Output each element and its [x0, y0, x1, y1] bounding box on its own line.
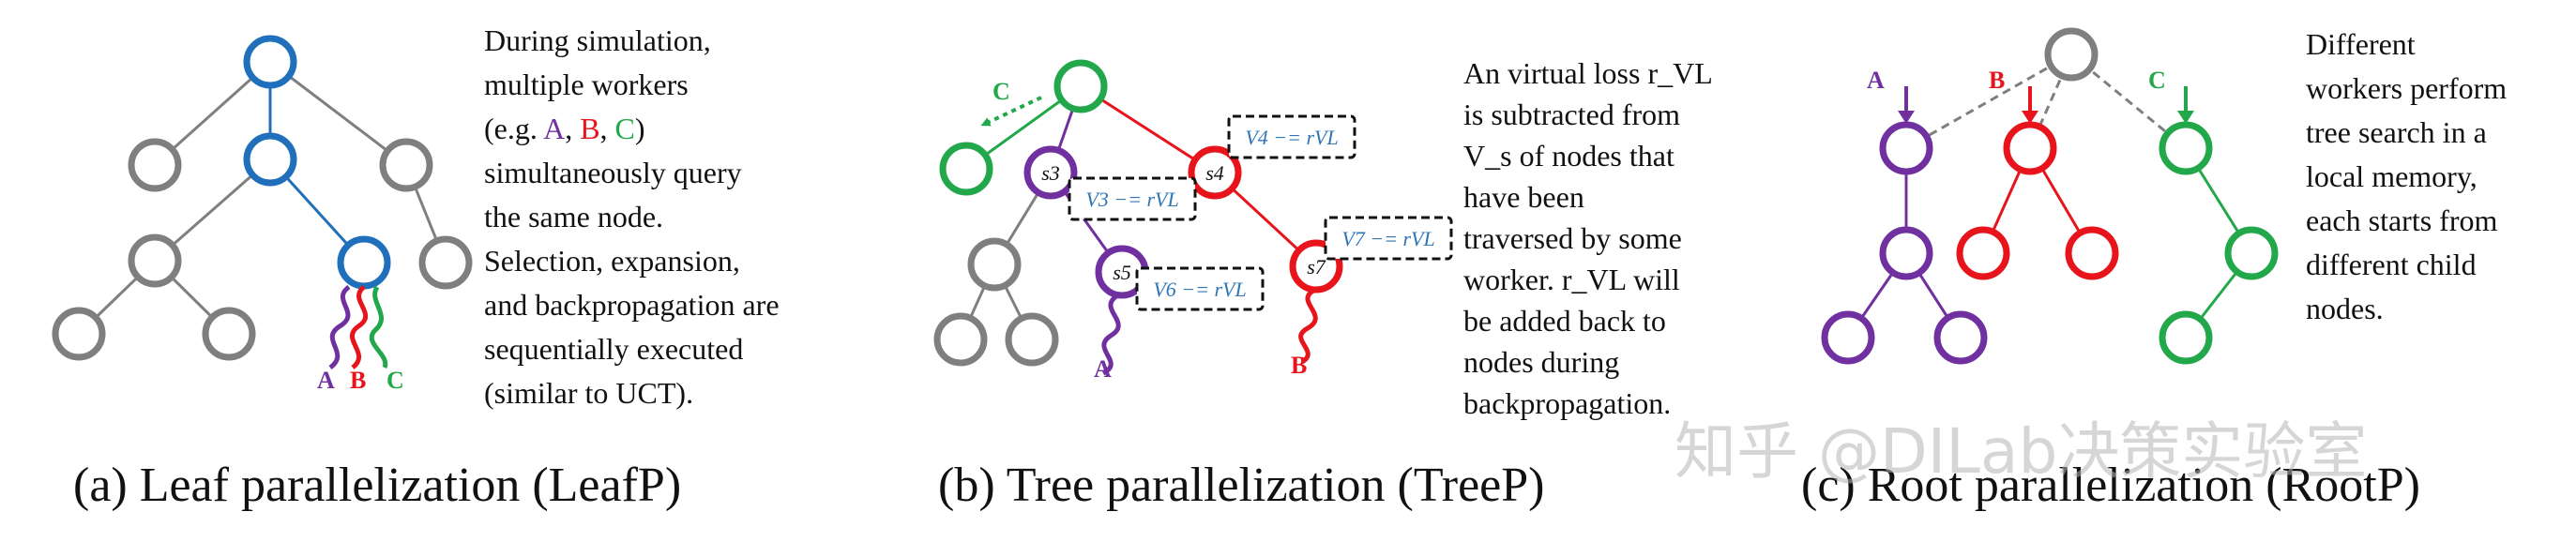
treep-worker-c-arrow — [980, 96, 1042, 127]
leafp-node — [418, 235, 473, 290]
treep-node-c — [939, 142, 993, 196]
treep-desc-line: An virtual loss r_VL — [1463, 56, 1713, 90]
treep-node — [1005, 312, 1059, 367]
treep-node-s3 — [1023, 145, 1078, 200]
leafp-rollout-b — [350, 285, 369, 369]
treep-desc-line: backpropagation. — [1463, 386, 1672, 420]
leafp-desc-line: (e.g. A, B, C) — [484, 112, 645, 145]
treep-node — [967, 237, 1022, 292]
leafp-root-node — [243, 35, 297, 89]
leafp-desc-worker-a: A — [543, 112, 566, 145]
treep-label-s7: s7 — [1307, 255, 1326, 279]
leafp-desc-line: Selection, expansion, — [484, 244, 740, 278]
treep-vl-box-s3 — [1068, 176, 1197, 221]
leafp-desc-line: and backpropagation are — [484, 288, 780, 322]
treep-node-s4 — [1188, 145, 1242, 200]
treep-rollout-a — [1101, 294, 1121, 376]
treep-vl-text-s4: V4 −= rVL — [1245, 126, 1338, 149]
leafp-desc-worker-c: C — [614, 112, 635, 145]
treep-desc-line: worker. r_VL will — [1463, 263, 1680, 296]
leafp-rollout-c — [369, 285, 388, 369]
rootp-desc-line: different child — [2306, 248, 2477, 281]
treep-desc-line: nodes during — [1463, 345, 1620, 379]
treep-worker-a: A — [1094, 355, 1112, 383]
rootp-desc-line: tree search in a — [2306, 115, 2487, 149]
leafp-worker-c: C — [386, 367, 404, 394]
treep-vl-box-s4 — [1227, 114, 1356, 159]
rootp-desc-line: Different — [2306, 27, 2416, 61]
treep-desc-line: V_s of nodes that — [1463, 139, 1674, 173]
leafp-node — [128, 233, 182, 288]
rootp-node — [2224, 226, 2279, 280]
watermark: 知乎 @DILab决策实验室 — [1674, 415, 2368, 488]
leafp-rollout-a — [328, 284, 351, 370]
rootp-node-a — [1879, 121, 1933, 175]
leafp-desc-worker-b: B — [580, 112, 600, 145]
rootp-node — [1879, 226, 1933, 280]
treep-rollout-b — [1298, 288, 1318, 365]
treep-desc-line: is subtracted from — [1463, 98, 1681, 131]
rootp-worker-a: A — [1867, 67, 1885, 94]
leafp-desc-line: sequentially executed — [484, 332, 744, 366]
leafp-caption: (a) Leaf parallelization (LeafP) — [73, 459, 682, 512]
rootp-worker-c: C — [2148, 67, 2166, 94]
treep-description: An virtual loss r_VL is subtracted from … — [1463, 53, 1745, 424]
rootp-worker-b: B — [1989, 67, 2005, 94]
treep-vl-text-s3: V3 −= rVL — [1085, 188, 1178, 211]
leafp-node — [379, 138, 433, 192]
leafp-desc-line: multiple workers — [484, 68, 689, 101]
rootp-node — [1933, 310, 1988, 365]
treep-label-s5: s5 — [1113, 261, 1131, 284]
rootp-node-c — [2159, 121, 2213, 175]
rootp-desc-line: local memory, — [2306, 159, 2478, 193]
rootp-caption: (c) Root parallelization (RootP) — [1801, 459, 2420, 512]
rootp-node-b — [2003, 121, 2057, 175]
treep-vl-text-s7: V7 −= rVL — [1341, 227, 1434, 250]
treep-tree: s3 s4 s5 s7 C V4 −= rVL V3 −= rVL V7 −= … — [933, 59, 1453, 383]
leafp-desc-line: simultaneously query — [484, 156, 742, 189]
rootp-desc-line: each starts from — [2306, 203, 2498, 237]
leafp-worker-a: A — [317, 367, 335, 394]
treep-node — [933, 312, 988, 367]
treep-worker-b: B — [1291, 352, 1307, 379]
rootp-root-node — [2044, 27, 2099, 82]
treep-vl-box-s7 — [1324, 216, 1453, 261]
leafp-selected-node — [243, 132, 297, 187]
treep-desc-line: have been — [1463, 180, 1584, 214]
rootp-tree: A B C — [1821, 27, 2279, 365]
leafp-node — [202, 307, 256, 361]
rootp-description: Different workers perform tree search in… — [2306, 23, 2568, 331]
rootp-node — [2159, 310, 2213, 365]
leafp-description: During simulation, multiple workers (e.g… — [484, 19, 859, 415]
treep-caption: (b) Tree parallelization (TreeP) — [938, 459, 1545, 512]
rootp-node — [2065, 226, 2119, 280]
treep-label-s4: s4 — [1205, 161, 1224, 185]
treep-vl-text-s6: V6 −= rVL — [1153, 278, 1246, 301]
treep-desc-line: traversed by some — [1463, 221, 1682, 255]
leafp-node — [52, 307, 106, 361]
treep-worker-c: C — [993, 78, 1010, 105]
treep-desc-line: be added back to — [1463, 304, 1666, 338]
rootp-desc-line: workers perform — [2306, 71, 2508, 105]
leafp-queried-leaf-node — [337, 235, 391, 290]
leafp-node — [128, 138, 182, 192]
rootp-desc-line: nodes. — [2306, 292, 2384, 325]
treep-root-node — [1053, 59, 1108, 113]
treep-vl-box-s6 — [1135, 266, 1265, 311]
leafp-tree: A B C — [52, 35, 473, 394]
rootp-node — [1821, 310, 1875, 365]
leafp-desc-line: During simulation, — [484, 23, 711, 57]
treep-label-s3: s3 — [1041, 161, 1060, 185]
rootp-node — [1956, 226, 2010, 280]
leafp-desc-line: (similar to UCT). — [484, 376, 694, 410]
leafp-desc-line: the same node. — [484, 200, 664, 233]
leafp-worker-b: B — [350, 367, 366, 394]
